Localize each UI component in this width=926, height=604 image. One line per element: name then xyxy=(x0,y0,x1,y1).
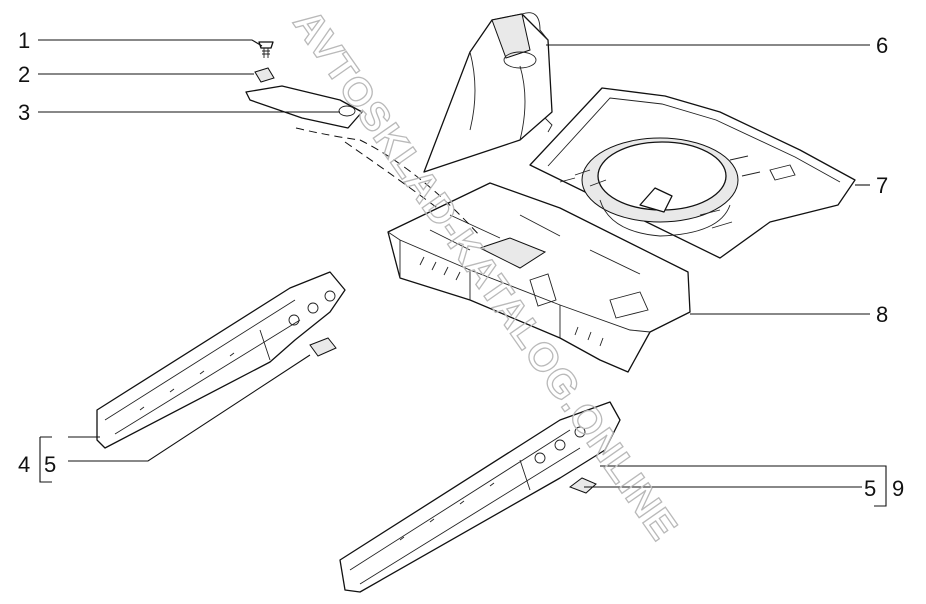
leader-lines xyxy=(38,39,887,507)
part-5-rubber-plug-left[interactable] xyxy=(309,337,337,357)
part-9-right-sill-member[interactable] xyxy=(339,401,621,593)
callout-2: 2 xyxy=(18,62,30,87)
part-3-bracket[interactable] xyxy=(245,85,363,129)
assembly-path-neck xyxy=(344,141,441,211)
callout-5-left: 5 xyxy=(44,452,56,477)
callout-6: 6 xyxy=(876,33,888,58)
callout-3: 3 xyxy=(18,100,30,125)
part-7-spare-wheel-well-panel[interactable] xyxy=(529,87,856,259)
callout-8: 8 xyxy=(876,302,888,327)
callout-1: 1 xyxy=(18,28,30,53)
part-4-left-sill-member[interactable] xyxy=(96,271,346,449)
callout-9: 9 xyxy=(892,476,904,501)
part-5-rubber-plug-right[interactable] xyxy=(568,477,597,494)
callout-4: 4 xyxy=(18,452,30,477)
part-2-clip-nut[interactable] xyxy=(254,67,275,83)
callout-numbers: 1 2 3 4 5 6 7 8 5 9 xyxy=(18,28,904,501)
assembly-path-bracket xyxy=(295,127,481,237)
part-8-rear-floor-panel[interactable] xyxy=(387,182,691,373)
part-1-screw[interactable] xyxy=(258,41,274,58)
part-6-filler-neck-housing[interactable] xyxy=(423,12,553,173)
callout-7: 7 xyxy=(876,173,888,198)
callout-5-right: 5 xyxy=(864,476,876,501)
